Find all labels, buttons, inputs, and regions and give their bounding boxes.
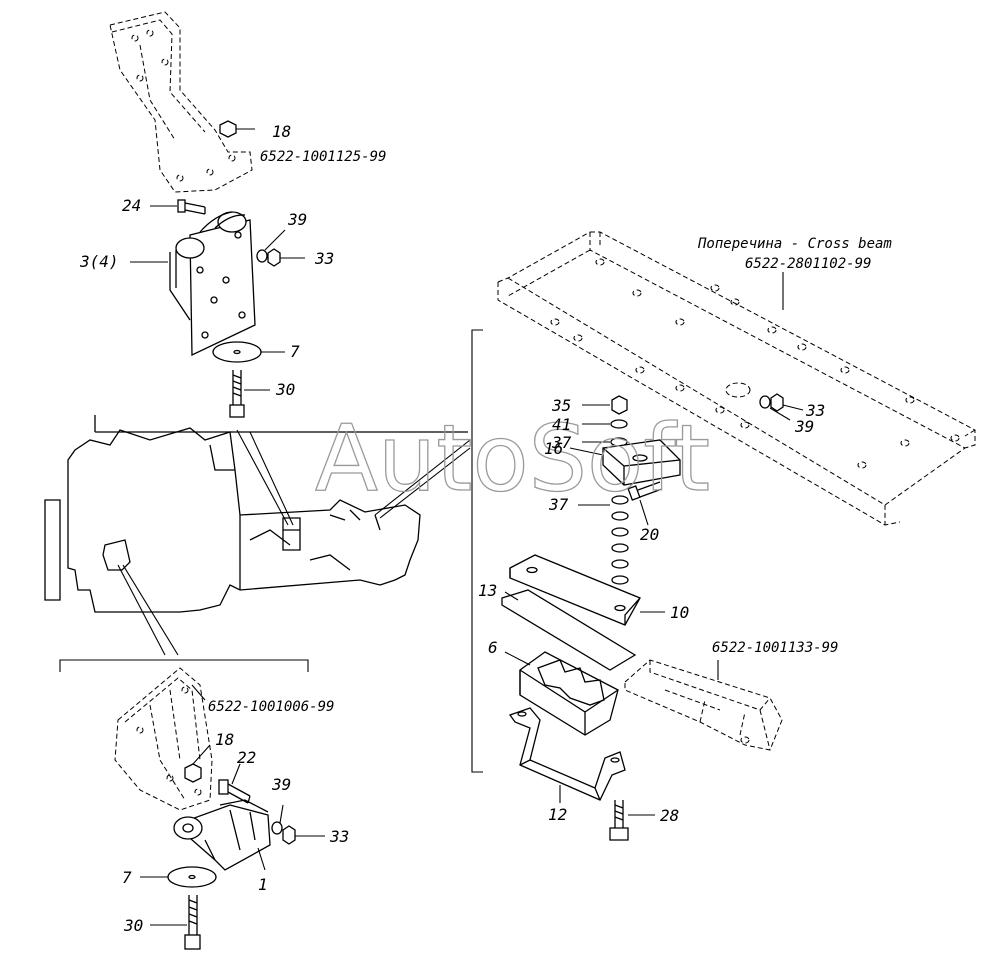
plate-13 [501, 589, 637, 671]
cross-beam-holes [550, 258, 960, 469]
clamp-12 [508, 707, 626, 803]
washer-39-nut-33-top [256, 229, 305, 267]
rear-frame-bracket [624, 659, 783, 751]
cross-beam [497, 231, 976, 526]
callout-37-top: 37 [551, 433, 572, 452]
rear-group-bracket [471, 329, 483, 773]
washer-7-top [212, 341, 285, 363]
callout-labels: 18 24 39 3(4) 33 7 30 18 22 39 33 7 1 30… [79, 122, 892, 935]
callout-18-top: 18 [272, 122, 291, 141]
washer-7-bottom [140, 866, 217, 888]
lower-engine-bracket [114, 667, 213, 811]
callout-39-bottom: 39 [271, 775, 291, 794]
detail-leaders [59, 429, 471, 672]
callout-20: 20 [640, 525, 659, 544]
bolt-20 [627, 481, 663, 526]
engine-mount-1 [173, 799, 271, 871]
callout-33-top: 33 [314, 249, 334, 268]
callout-1: 1 [258, 875, 268, 894]
callout-35: 35 [551, 396, 571, 415]
callout-39-top: 39 [287, 210, 307, 229]
bolt-28 [609, 800, 655, 841]
bolt-30-bottom [150, 895, 201, 950]
pn-upper-bracket: 6522-1001125-99 [260, 149, 386, 165]
bolt-30-top [229, 370, 270, 418]
nut-18-bottom [184, 744, 211, 783]
callout-12: 12 [548, 805, 567, 824]
engine-gearbox-silhouette [44, 415, 468, 613]
callout-30-bottom: 30 [123, 916, 143, 935]
bracket-16 [569, 439, 681, 486]
callout-28: 28 [660, 806, 679, 825]
callout-7-top: 7 [290, 342, 300, 361]
callout-30-top: 30 [275, 380, 295, 399]
callout-22: 22 [237, 748, 256, 767]
callout-3-4: 3(4) [79, 252, 119, 271]
callout-41: 41 [552, 415, 571, 434]
pn-crossbeam: 6522-2801102-99 [745, 256, 871, 272]
washer-39-nut-33-bottom [271, 804, 325, 845]
callout-33-beam: 33 [805, 401, 825, 420]
pn-rear-bracket: 6522-1001133-99 [712, 640, 838, 656]
washer-39-nut-33-beam [759, 393, 804, 421]
nut-18-top [219, 120, 255, 138]
pn-crossbeam-title: Поперечина - Cross beam [697, 236, 892, 252]
bolt-22 [218, 763, 251, 804]
callout-39-beam: 39 [794, 417, 814, 436]
washer-stack-37 [578, 495, 629, 585]
callout-10: 10 [670, 603, 689, 622]
washer-41 [582, 419, 628, 429]
callout-13: 13 [478, 581, 497, 600]
callout-18-bottom: 18 [215, 730, 234, 749]
callout-37-stack: 37 [548, 495, 569, 514]
rubber-pad-6 [504, 651, 619, 736]
upper-engine-bracket [109, 11, 253, 193]
bolt-24 [150, 199, 206, 215]
callout-16: 16 [544, 439, 563, 458]
nut-35 [582, 395, 628, 415]
engine-mount-3-4 [130, 211, 256, 357]
callout-7-bottom: 7 [122, 868, 132, 887]
watermark: AutoSoft [315, 405, 710, 512]
callout-24: 24 [122, 196, 141, 215]
callout-33-bottom: 33 [329, 827, 349, 846]
callout-6: 6 [488, 638, 498, 657]
pn-lower-bracket: 6522-1001006-99 [208, 699, 334, 715]
plate-10 [509, 554, 665, 626]
